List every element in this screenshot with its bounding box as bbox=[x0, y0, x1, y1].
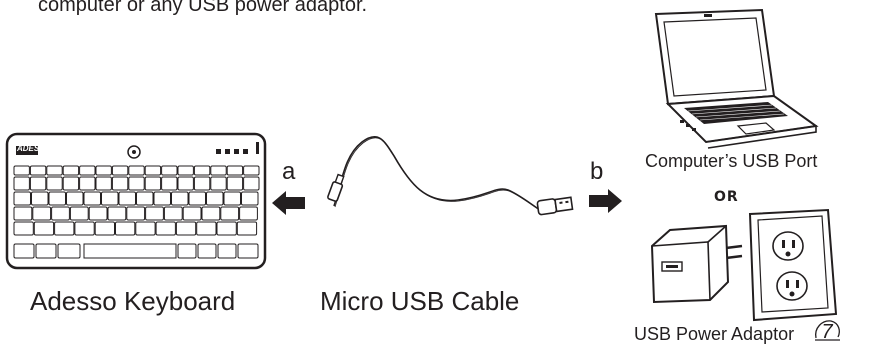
intro-text: computer or any USB power adaptor. bbox=[38, 0, 368, 16]
page-number-circle bbox=[815, 320, 840, 341]
arrow-right-icon bbox=[589, 189, 622, 213]
arrow-b-label: b bbox=[590, 158, 604, 185]
micro-usb-cable-illustration bbox=[327, 136, 574, 216]
keyboard-brand-logo: ADESSO bbox=[17, 144, 51, 153]
or-label: OR bbox=[714, 189, 739, 205]
cable-caption: Micro USB Cable bbox=[320, 286, 520, 316]
arrow-a-label: a bbox=[282, 158, 296, 185]
usb-power-adaptor-illustration bbox=[650, 208, 838, 322]
arrow-left-icon bbox=[272, 191, 305, 215]
page-number: 7 bbox=[821, 321, 833, 343]
keyboard-caption: Adesso Keyboard bbox=[30, 286, 236, 316]
laptop-illustration bbox=[654, 8, 819, 149]
adaptor-caption: USB Power Adaptor bbox=[634, 324, 795, 344]
computer-caption: Computer’s USB Port bbox=[645, 151, 818, 171]
keyboard-illustration bbox=[5, 132, 267, 270]
